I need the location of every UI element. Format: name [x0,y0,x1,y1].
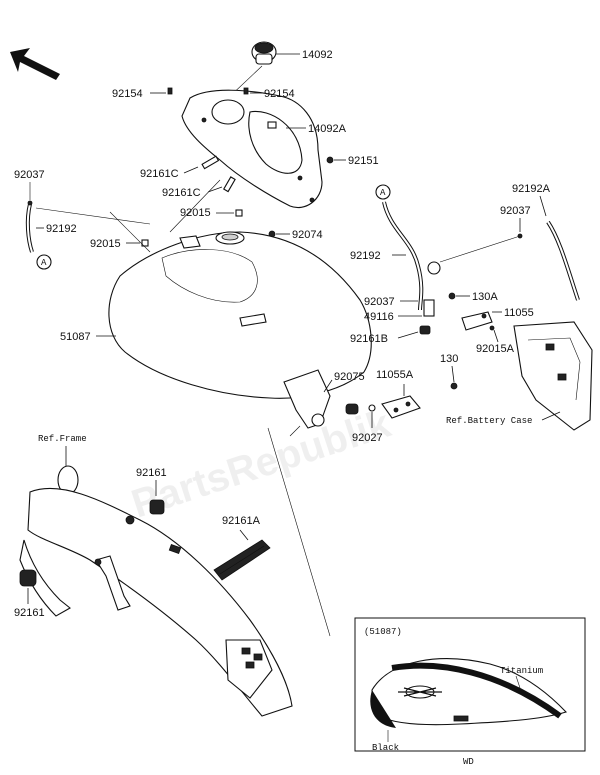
label-130a: 130A [472,291,498,303]
rubber-92161-top[interactable] [149,499,165,515]
label-92192a: 92192A [512,183,551,195]
pad-92161a[interactable] [213,539,271,581]
label-130: 130 [440,353,458,365]
label-ref-frame: Ref.Frame [38,434,87,444]
breather-hose-left[interactable] [25,203,34,253]
label-92075: 92075 [334,371,365,383]
valve-49116[interactable] [419,261,441,335]
label-92037-center: 92037 [364,296,395,308]
watermark: PartsRepublik [126,401,396,526]
clip-92015-lower[interactable] [141,239,149,247]
label-14092: 14092 [302,49,333,61]
clip-92015a[interactable] [489,325,495,331]
label-92015-lower: 92015 [90,238,121,250]
screw-92154-right[interactable] [243,87,249,95]
fuel-tank[interactable] [108,231,372,429]
damper-92075[interactable] [345,403,359,415]
breather-hose-center[interactable] [382,201,424,311]
bracket-11055[interactable] [461,311,493,331]
bolt-92151[interactable] [326,156,334,164]
inset-label-titanium: Titanium [500,666,543,676]
screw-92154-left[interactable] [167,87,173,95]
label-92037-left: 92037 [14,169,45,181]
label-51087: 51087 [60,331,91,343]
pad-92161c-lower[interactable] [223,176,236,193]
label-ref-battery-case: Ref.Battery Case [446,416,532,426]
pad-92161c-upper[interactable] [201,155,220,170]
label-92151: 92151 [348,155,379,167]
label-92161a: 92161A [222,515,261,527]
svg-text:A: A [380,188,386,198]
bracket-11055a[interactable] [381,395,421,419]
tank-emblem-icon [398,685,442,699]
label-92015-upper: 92015 [180,207,211,219]
label-92154-right: 92154 [264,88,295,100]
label-92074: 92074 [292,229,323,241]
label-11055: 11055 [504,307,534,319]
label-92161-top: 92161 [136,467,167,479]
fuel-cap[interactable] [251,41,277,65]
inset-part-number: (51087) [364,627,402,637]
label-14092a: 14092A [308,123,347,135]
label-92154-left: 92154 [112,88,143,100]
inset-label-black: Black [372,743,399,753]
label-92161-bottom: 92161 [14,607,45,619]
label-92192-left: 92192 [46,223,77,235]
ref-circle-a-left: A [36,254,52,270]
label-92161c-1: 92161C [140,168,179,180]
rubber-92161-bottom[interactable] [19,569,37,587]
washer-92027[interactable] [368,404,376,412]
bolt-130[interactable] [450,382,458,390]
breather-hose-right[interactable] [546,220,580,301]
label-92192-center: 92192 [350,250,381,262]
motorcycle-frame[interactable] [19,465,293,717]
tank-console[interactable] [181,89,323,208]
label-92161b: 92161B [350,333,388,345]
clip-92015-upper[interactable] [235,209,243,217]
label-92161c-2: 92161C [162,187,201,199]
label-49116: 49116 [364,311,394,323]
label-11055a: 11055A [376,369,414,381]
battery-case[interactable] [513,321,593,431]
bolt-130a[interactable] [448,292,456,300]
svg-text:A: A [41,258,47,268]
footer-code: WD [463,757,474,767]
color-variant-inset: (51087) Titanium Black [354,617,586,753]
label-92037-right: 92037 [500,205,531,217]
label-92027: 92027 [352,432,383,444]
front-direction-arrow-icon [10,48,60,80]
ref-circle-a-center: A [375,184,391,200]
label-92015a: 92015A [476,343,515,355]
